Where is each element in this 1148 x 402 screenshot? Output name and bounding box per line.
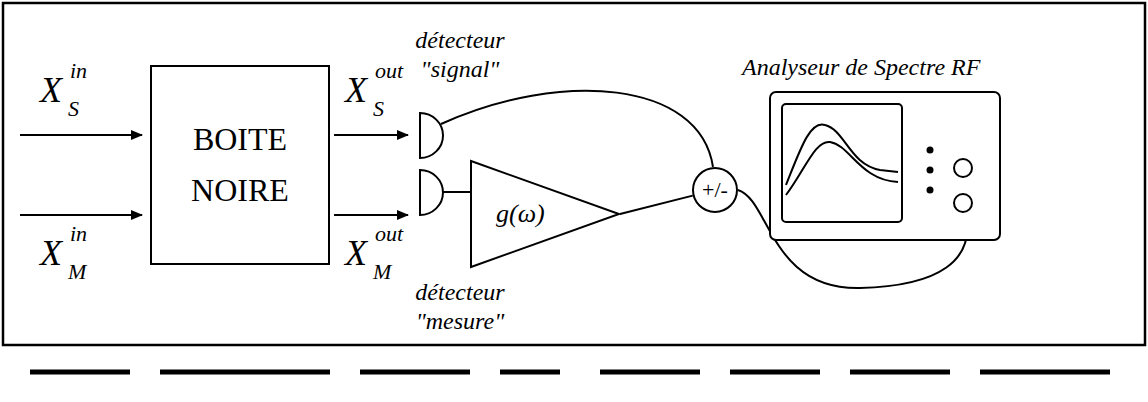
triangle-outline bbox=[470, 160, 620, 268]
superscript: out bbox=[375, 60, 403, 82]
subscript: S bbox=[373, 98, 384, 120]
analyzer-screen bbox=[782, 104, 902, 222]
superscript: in bbox=[70, 60, 87, 82]
summing-circle: +/- bbox=[692, 167, 738, 213]
signal-letter: X bbox=[40, 72, 62, 108]
amplifier-triangle: g(ω) bbox=[470, 160, 620, 268]
input-arrow bbox=[20, 214, 142, 216]
spectrum-trace bbox=[786, 124, 898, 185]
wire-connector bbox=[620, 196, 693, 214]
superscript: out bbox=[375, 223, 403, 245]
node-text: BOITE NOIRE bbox=[170, 114, 310, 216]
measure-wire bbox=[442, 191, 471, 193]
frame bbox=[3, 3, 1145, 345]
detector-symbol bbox=[420, 170, 443, 215]
input-arrow bbox=[20, 134, 142, 136]
spectrum-trace bbox=[786, 142, 898, 195]
amplifier-symbol bbox=[471, 161, 619, 267]
analyzer-dot bbox=[927, 187, 934, 194]
detector-symbol bbox=[420, 113, 443, 158]
analyzer-body bbox=[770, 92, 1000, 240]
analyzer-dot bbox=[927, 147, 934, 154]
subscript: S bbox=[68, 98, 79, 120]
node-text: g(ω) bbox=[496, 198, 545, 229]
signal-wire bbox=[441, 91, 713, 167]
signal-letter: X bbox=[345, 72, 367, 108]
analyzer-knob bbox=[954, 159, 972, 177]
scan-dashes bbox=[30, 370, 1110, 375]
output-arrow bbox=[334, 214, 408, 216]
detector-label: détecteur "signal" bbox=[400, 26, 520, 84]
analyzer-knob bbox=[954, 194, 972, 212]
signal-letter: X bbox=[40, 235, 62, 271]
analyzer-dot bbox=[927, 167, 934, 174]
node-text: +/- bbox=[702, 179, 728, 201]
summing-symbol bbox=[693, 168, 737, 212]
instrument-label: Analyseur de Spectre RF bbox=[742, 55, 980, 79]
detector-label: détecteur "mesure" bbox=[400, 278, 520, 336]
signal-letter: X bbox=[345, 235, 367, 271]
process-box: BOITE NOIRE bbox=[150, 65, 330, 265]
superscript: in bbox=[70, 223, 87, 245]
subscript: M bbox=[373, 261, 391, 283]
subscript: M bbox=[68, 261, 86, 283]
output-arrow bbox=[334, 134, 408, 136]
